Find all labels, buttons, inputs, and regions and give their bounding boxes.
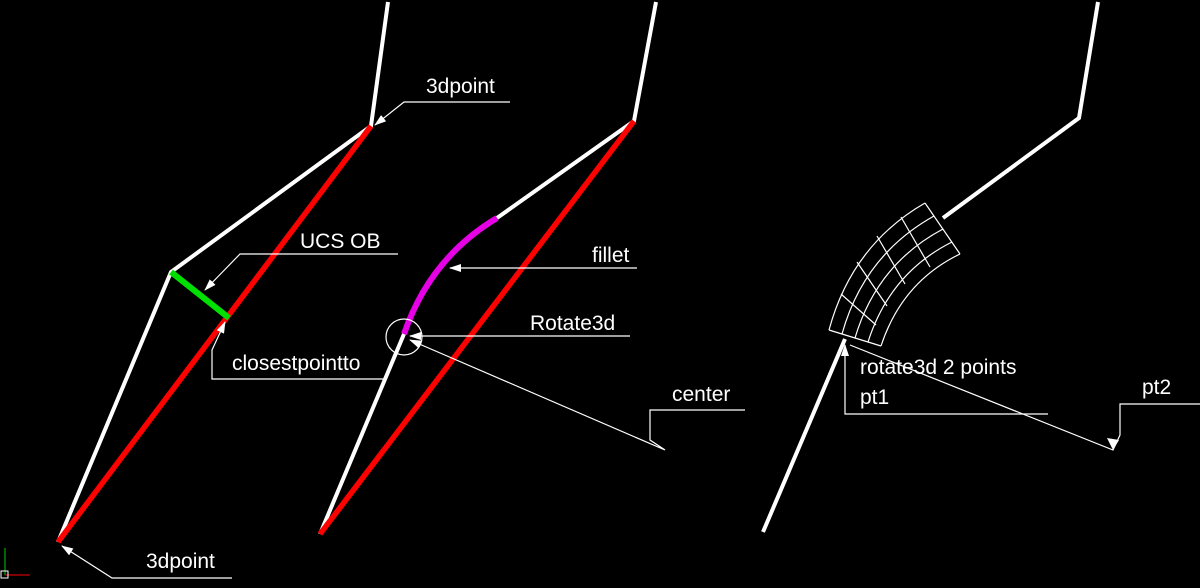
label-rotate3d-2-points: rotate3d 2 points: [860, 356, 1016, 379]
leader-pt2: pt2: [849, 344, 1200, 451]
green-perpendicular[interactable]: [169, 269, 231, 321]
leader-rotate3d-2points: rotate3d 2 points pt1: [841, 344, 1048, 415]
leader-center: center: [409, 339, 745, 451]
red-line-2[interactable]: [317, 119, 637, 536]
leader-closestpointto: closestpointto: [211, 321, 385, 380]
label-3dpoint-top: 3dpoint: [426, 75, 495, 98]
leader-3dpoint-top: 3dpoint: [374, 75, 510, 126]
white-polyline-2-lower[interactable]: [318, 333, 406, 535]
fillet-arc[interactable]: [401, 215, 499, 335]
label-fillet: fillet: [592, 244, 630, 267]
white-polyline-2[interactable]: [495, 1, 658, 220]
label-closestpointto: closestpointto: [232, 352, 360, 375]
label-pt1: pt1: [860, 386, 889, 409]
leader-ucs-ob: UCS OB: [204, 230, 398, 291]
label-pt2: pt2: [1142, 376, 1171, 399]
figure-3: rotate3d 2 points pt1 pt2: [761, 1, 1200, 533]
label-center: center: [672, 383, 730, 406]
label-3dpoint-bottom: 3dpoint: [146, 550, 215, 573]
leader-3dpoint-bottom: 3dpoint: [61, 545, 232, 579]
ucs-icon[interactable]: [0, 548, 30, 579]
leader-rotate3d: Rotate3d: [409, 312, 630, 340]
center-marker-circle: [385, 318, 423, 356]
white-polyline-3[interactable]: [941, 1, 1100, 220]
label-ucs-ob: UCS OB: [300, 230, 381, 253]
figure-1: 3dpoint UCS OB closestpointto 3dpoint: [55, 1, 510, 579]
figure-2: fillet Rotate3d center: [317, 1, 745, 536]
mesh-surface[interactable]: [828, 202, 961, 347]
leader-fillet: fillet: [449, 244, 637, 272]
label-rotate3d: Rotate3d: [530, 312, 615, 335]
white-line-3-lower[interactable]: [761, 338, 847, 533]
white-polyline-1[interactable]: [56, 1, 390, 543]
red-line-1[interactable]: [55, 124, 374, 544]
